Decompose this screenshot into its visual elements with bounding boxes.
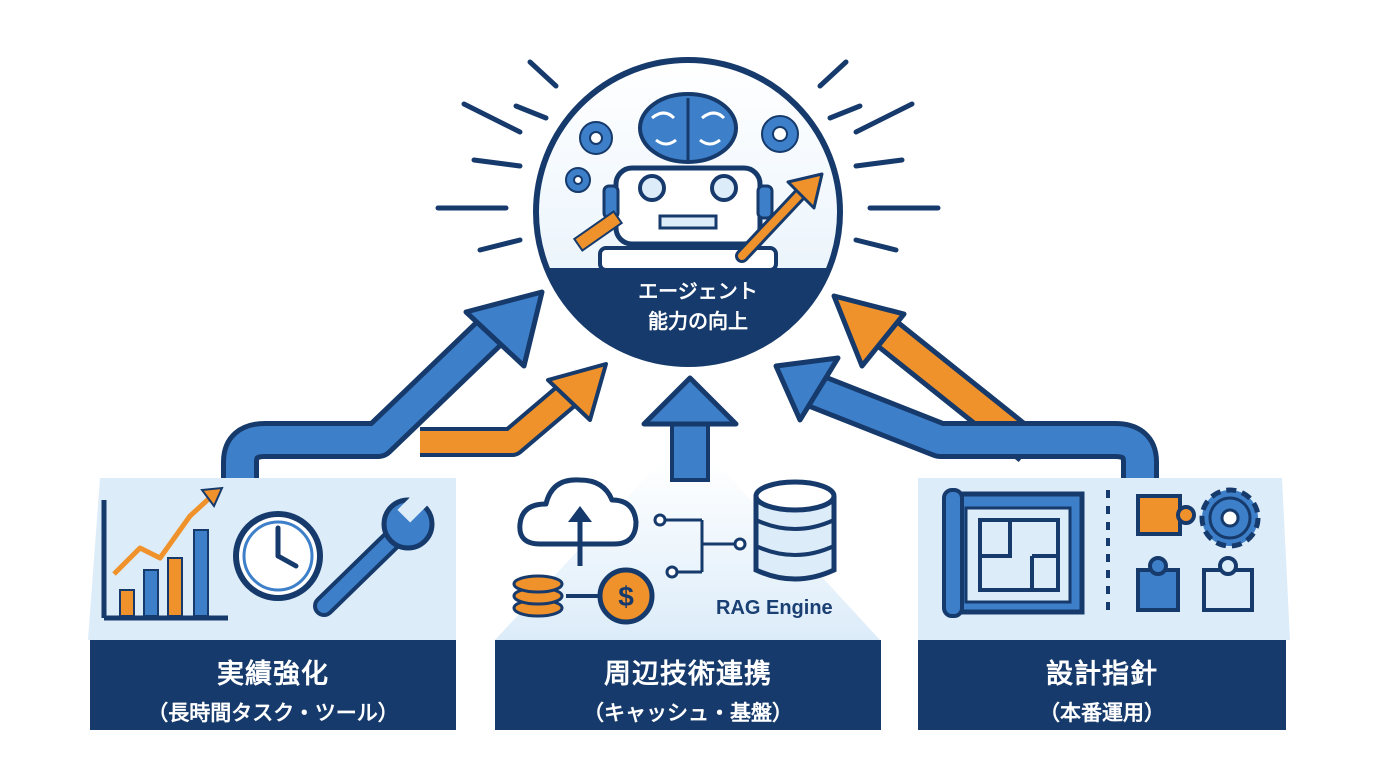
puzzle-icon — [1136, 494, 1254, 612]
pillar-subtitle: （キャッシュ・基盤） — [583, 701, 793, 725]
rag-engine-label: RAG Engine — [716, 597, 833, 619]
pillar-title: 設計指針 — [1046, 659, 1158, 690]
hub-label-line1: エージェント — [638, 279, 758, 303]
pillar-label-integration: 周辺技術連携 （キャッシュ・基盤） — [495, 640, 881, 730]
dollar-icon: $ — [597, 567, 655, 625]
pillar-title: 実績強化 — [217, 659, 329, 690]
pillar-subtitle: （本番運用） — [1039, 701, 1165, 725]
coins-icon — [512, 574, 564, 618]
arrow-left-body — [226, 307, 515, 478]
connector-lines — [653, 513, 747, 579]
arrow-center-body — [670, 416, 710, 482]
pillar-title: 周辺技術連携 — [604, 659, 772, 690]
growth-arrow-icon — [572, 172, 824, 263]
wrench-icon — [313, 491, 435, 617]
arrow-right-body — [802, 374, 1154, 478]
arrow-center-head — [641, 375, 739, 427]
svg-text:$: $ — [618, 581, 634, 612]
hub-ring — [533, 57, 843, 367]
arrow-left-head — [463, 289, 545, 369]
gear-icon — [1199, 487, 1261, 549]
arrows — [221, 289, 1159, 482]
cloud-upload-icon — [517, 477, 639, 566]
arrow-orange-left-head — [546, 362, 608, 422]
database-icon — [753, 479, 837, 582]
pillar-label-performance: 実績強化 （長時間タスク・ツール） — [90, 640, 456, 730]
arrow-orange-right-head — [831, 293, 907, 369]
hub-label: エージェント 能力の向上 — [560, 276, 836, 336]
gear-icon — [565, 167, 591, 193]
brain-icon — [638, 92, 738, 164]
pillar-subtitle: （長時間タスク・ツール） — [147, 701, 399, 725]
bar-chart-icon — [101, 486, 228, 621]
gear-icon — [579, 121, 613, 155]
hub-label-line2: 能力の向上 — [648, 309, 748, 333]
robot-icon — [598, 165, 778, 272]
arrow-right-head — [773, 355, 841, 423]
gear-icon — [761, 115, 799, 153]
pillar-label-design: 設計指針 （本番運用） — [918, 640, 1286, 730]
clock-icon — [233, 511, 323, 601]
blueprint-icon — [942, 488, 1085, 618]
arrow-orange-left-body — [420, 377, 586, 453]
